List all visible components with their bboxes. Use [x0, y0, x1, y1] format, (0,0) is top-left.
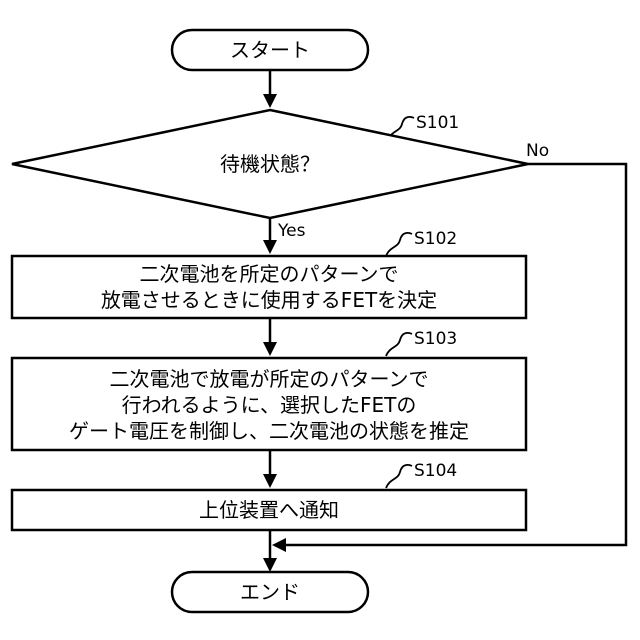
s101-step-label: S101	[416, 113, 459, 133]
s103-leader	[386, 333, 412, 356]
decision-s101-label: 待機状態？	[220, 152, 320, 176]
process-s103-line-1: 二次電池で放電が所定のパターンで	[110, 367, 429, 391]
edge-s104-end-arrowhead	[263, 558, 277, 572]
process-s102-line-1: 二次電池を所定のパターンで	[140, 262, 399, 286]
process-s104-label: 上位装置へ通知	[199, 498, 339, 522]
s102-step-label: S102	[414, 229, 457, 249]
edge-no-branch	[284, 164, 626, 545]
edge-s103-s104-arrowhead	[263, 474, 277, 488]
yes-label: Yes	[277, 221, 306, 241]
end-label: エンド	[240, 580, 300, 604]
edge-yes-arrowhead	[263, 240, 277, 254]
edge-no-arrowhead	[272, 538, 286, 552]
s104-leader	[386, 465, 412, 488]
process-s102-line-2: 放電させるときに使用するFETを決定	[101, 288, 437, 312]
start-label: スタート	[230, 38, 310, 62]
process-s103-line-3: ゲート電圧を制御し、二次電池の状態を推定	[69, 419, 469, 443]
process-s103-line-2: 行われるように、選択したFETの	[122, 393, 417, 417]
edge-start-s101-arrowhead	[263, 94, 277, 108]
s103-step-label: S103	[414, 329, 457, 349]
edge-s102-s103-arrowhead	[263, 342, 277, 356]
s104-step-label: S104	[414, 461, 457, 481]
no-label: No	[526, 141, 549, 161]
s102-leader	[386, 233, 412, 256]
